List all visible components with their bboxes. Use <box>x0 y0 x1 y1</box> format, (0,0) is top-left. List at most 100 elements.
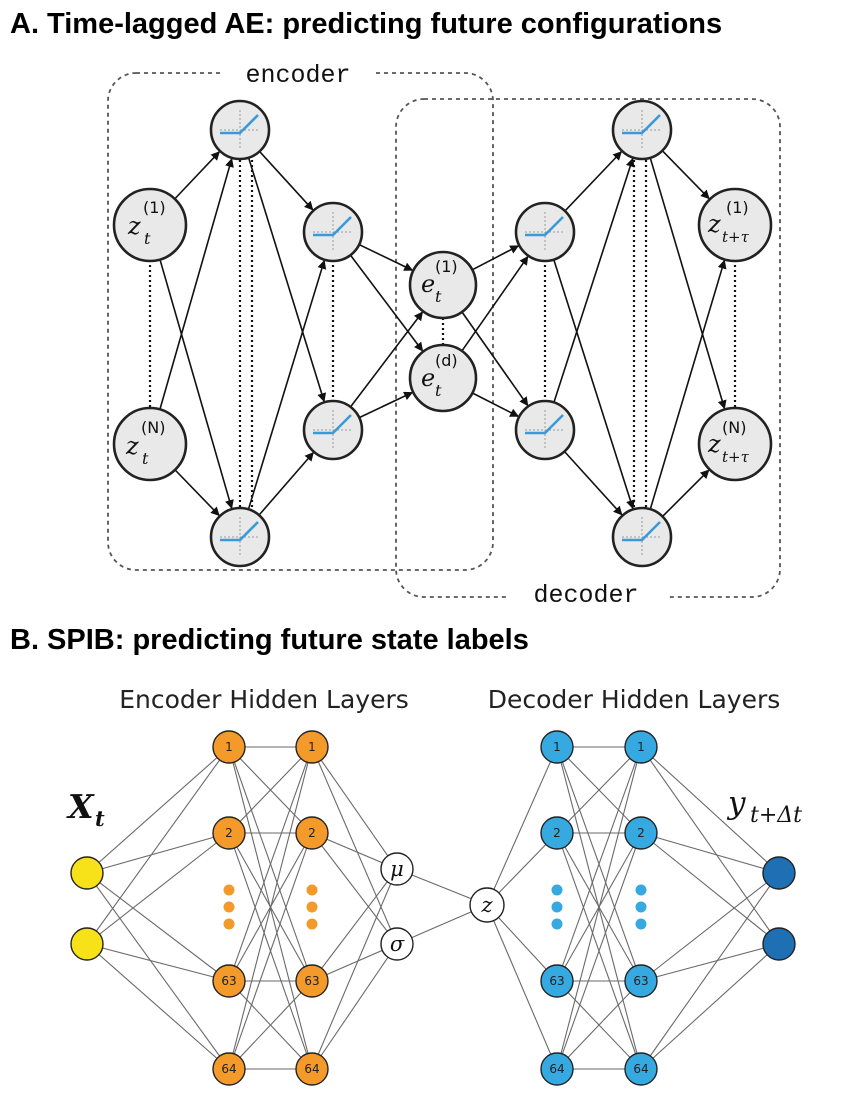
edge-z-dec1 <box>486 832 558 906</box>
output-node-n-label: z t+τ (N) <box>707 418 750 466</box>
relu-icon <box>313 410 353 450</box>
encoder-layer1-node-64: 64 <box>212 1052 246 1086</box>
input-node-n-sub: t <box>142 449 149 468</box>
relu-icon <box>525 410 565 450</box>
edge-dec2-output <box>640 832 780 874</box>
decoder-layer2-node-63: 63 <box>624 964 658 998</box>
edge-dec1-dec2 <box>556 832 642 982</box>
output-label-sub: t+Δt <box>750 803 802 828</box>
edge-input-enc1 <box>86 832 230 945</box>
edge-e1-h3t <box>471 245 520 271</box>
decoder-layer1-ellipsis <box>551 884 563 930</box>
input-node-1-sup: (1) <box>143 198 166 217</box>
edge-inN-h1b <box>174 469 220 517</box>
output-node-n-sub: t+τ <box>722 448 750 466</box>
decoder-layer2-node-64: 64 <box>624 1052 658 1086</box>
relu-icon <box>622 110 662 150</box>
relu-icon <box>220 517 260 557</box>
edge-h4b-outN <box>661 469 710 518</box>
output-label: y t+Δt <box>726 785 802 828</box>
node-in1 <box>112 187 188 263</box>
output-node-1-base: z <box>707 210 721 238</box>
decoder-layer1-node-2: 2 <box>540 816 574 850</box>
edge-enc1-enc2 <box>228 832 313 982</box>
edge-enc2-mu <box>311 746 398 870</box>
encoder-layer1-node-2: 2 <box>212 816 246 850</box>
edge-dec2-output <box>640 872 780 982</box>
decoder-layer2-node-label: 1 <box>637 740 645 754</box>
edge-z-dec1 <box>486 746 558 906</box>
decoder-layer1-node-label: 63 <box>549 974 564 988</box>
edge-enc1-enc2 <box>228 832 313 1070</box>
panel-b-title: B. SPIB: predicting future state labels <box>10 624 529 656</box>
input-label: X t <box>66 787 105 831</box>
edge-in1-h1t <box>174 151 220 200</box>
edge-enc1-enc2 <box>228 832 313 982</box>
input-node-n-base: z <box>125 432 139 460</box>
edge-dec2-output <box>640 872 780 1070</box>
edge-enc2-mu <box>311 832 398 870</box>
edge-dec1-dec2 <box>556 832 642 982</box>
decoder-layer1-node-1: 1 <box>540 730 574 764</box>
node-inN <box>112 406 188 482</box>
edge-enc1-enc2 <box>228 746 313 834</box>
edge-ed-h3t <box>461 255 529 352</box>
node-h1t <box>209 99 271 161</box>
edge-h3b-h4t <box>553 157 635 403</box>
node-h2b <box>302 399 364 461</box>
edge-in1-h1b <box>159 259 234 510</box>
node-h1b <box>209 506 271 568</box>
edge-enc2-mu <box>311 868 398 982</box>
latent-node-d-sup: (d) <box>435 351 458 370</box>
input-node-1-label: z t (1) <box>127 198 166 248</box>
output-node-1-sup: (1) <box>726 198 749 217</box>
edge-h4b-out1 <box>649 259 727 510</box>
output-node-1-label: z t+τ (1) <box>707 198 750 246</box>
latent-node-d-label: e t (d) <box>421 351 458 400</box>
edge-h2t-ed <box>349 254 424 352</box>
encoder-layer1-node-1: 1 <box>212 730 246 764</box>
output-node-n-sup: (N) <box>722 418 746 437</box>
encoder-layer2-node-1: 1 <box>295 730 329 764</box>
mu-node-label: μ <box>390 857 404 881</box>
encoder-layer2-node-64: 64 <box>295 1052 329 1086</box>
edge-sigma-z <box>396 904 488 945</box>
edge-enc1-enc2 <box>228 746 313 1070</box>
edge-dec1-dec2 <box>556 746 642 1070</box>
input-node-1 <box>70 856 104 890</box>
edge-z-dec1 <box>486 904 558 982</box>
encoder-layer2-node-label: 63 <box>304 974 319 988</box>
edge-h1t-h2b <box>247 157 327 403</box>
edge-dec1-dec2 <box>556 832 642 1070</box>
edge-input-enc1 <box>86 943 230 1070</box>
mu-node: μ <box>380 852 414 886</box>
edge-dec2-output <box>640 746 780 874</box>
panel-a-nodes <box>112 99 773 568</box>
encoder-layer2-node-2: 2 <box>295 816 329 850</box>
latent-node-1-label: e t (1) <box>421 257 458 306</box>
edge-h1t-h2t <box>258 150 314 211</box>
decoder-layer2-node-2: 2 <box>624 816 658 850</box>
edge-dec1-dec2 <box>556 746 642 834</box>
panel-b-edges <box>86 746 780 1070</box>
edge-input-enc1 <box>86 872 230 982</box>
edge-input-enc1 <box>86 943 230 982</box>
latent-node-d-sub: t <box>435 381 442 400</box>
decoder-layer2-node-label: 63 <box>633 974 648 988</box>
edge-dec2-output <box>640 746 780 945</box>
output-node-n-base: z <box>707 430 721 458</box>
output-node-1 <box>762 856 796 890</box>
encoder-layer2-node-label: 2 <box>308 826 316 840</box>
node-e1 <box>408 250 478 320</box>
decoder-layer2-node-label: 2 <box>637 826 645 840</box>
decoder-layer1-node-label: 1 <box>553 740 561 754</box>
z-node-label: z <box>480 893 493 917</box>
node-h2t <box>302 201 364 263</box>
encoder-layer1-node-label: 2 <box>225 826 233 840</box>
panel-a-diagram: encoder decoder z t (1) z t (N) e t (1) … <box>107 60 781 612</box>
decoder-layer1-node-63: 63 <box>540 964 574 998</box>
encoder-layer1-node-63: 63 <box>212 964 246 998</box>
edge-h2b-ed <box>358 391 414 419</box>
edge-enc1-enc2 <box>228 746 313 1070</box>
